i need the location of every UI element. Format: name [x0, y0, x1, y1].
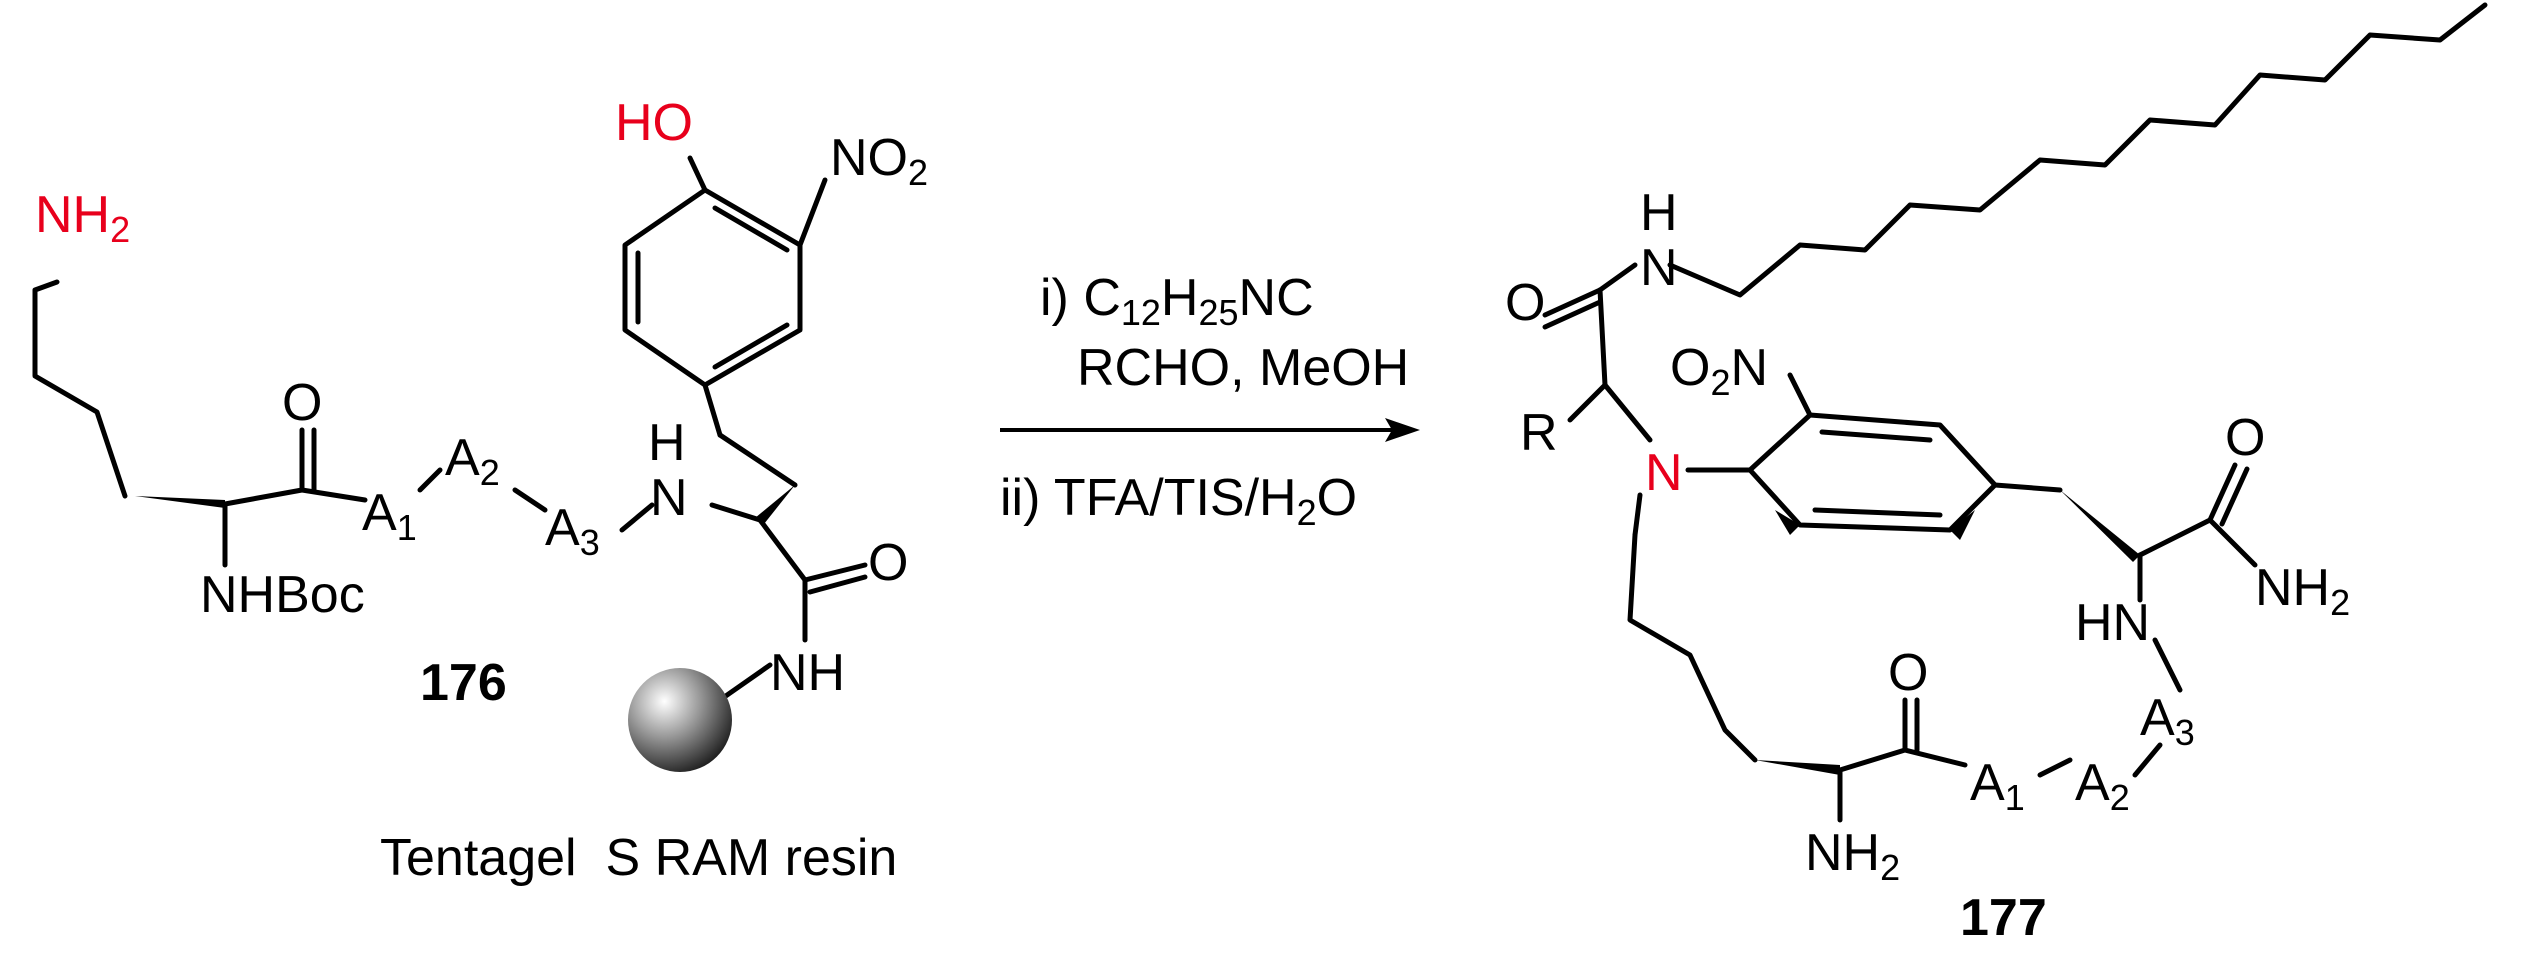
peptide-a-bonds: [417, 467, 763, 533]
hn-label: HN: [2075, 594, 2150, 652]
resin-bead-icon: [628, 668, 732, 772]
nh2-right-label: NH2: [2255, 559, 2350, 623]
nhboc-label: NHBoc: [200, 566, 365, 624]
amide-o-label: O: [868, 534, 908, 592]
ho-label: HO: [615, 94, 693, 152]
r-label: R: [1520, 404, 1558, 462]
side-chain-nh2-label: NH2: [35, 186, 130, 250]
step2-conditions: ii) TFA/TIS/H2O: [1000, 469, 1357, 533]
amide-h-label: H: [1640, 184, 1678, 242]
o-left-label: O: [1505, 274, 1545, 332]
a2-product-label: A2: [2075, 754, 2130, 818]
product-177: H N O R N: [1505, 2, 2488, 947]
reaction-conditions: i) C12H25NC RCHO, MeOH ii) TFA/TIS/H2O: [1000, 269, 1420, 533]
a3-product-label: A3: [2140, 689, 2195, 753]
o2n-label: O2N: [1670, 339, 1768, 403]
step1-reagent: i) C12H25NC: [1040, 269, 1314, 333]
resin-caption: Tentagel S RAM resin: [380, 829, 897, 887]
nh2-bottom-label: NH2: [1805, 824, 1900, 888]
carbonyl-o-label: O: [282, 374, 322, 432]
dodecyl-chain-bonds: [1667, 2, 2488, 298]
nitrophenyl-ring-bonds: [1685, 372, 2258, 693]
compound-number-176: 176: [420, 654, 507, 712]
a3-label: A3: [545, 499, 600, 563]
amide-o-right-label: O: [2225, 409, 2265, 467]
no2-label: NO2: [830, 129, 928, 193]
a2-label: A2: [445, 429, 500, 493]
a1-product-label: A1: [1970, 754, 2025, 818]
nitrophenol-ring-bonds: [622, 155, 868, 643]
amide-n-label: N: [1640, 239, 1678, 297]
a1-label: A1: [362, 484, 417, 548]
lysine-side-chain-bonds: [32, 279, 368, 568]
n-red-label: N: [1645, 444, 1683, 502]
amide-core-bonds: [1542, 262, 1653, 443]
carbonyl-o-product-label: O: [1888, 644, 1928, 702]
nh-h-label: H: [648, 414, 686, 472]
step1-conditions: RCHO, MeOH: [1077, 339, 1409, 397]
amide-nh-label: NH: [770, 644, 845, 702]
reactant-176: NH2 O NHBoc A1 A2 A3 H N: [32, 94, 928, 887]
nh-n-label: N: [650, 469, 688, 527]
reaction-arrow-icon: [1000, 418, 1420, 442]
macrocycle-chain-bonds: [1627, 492, 2163, 823]
compound-number-177: 177: [1960, 889, 2047, 947]
